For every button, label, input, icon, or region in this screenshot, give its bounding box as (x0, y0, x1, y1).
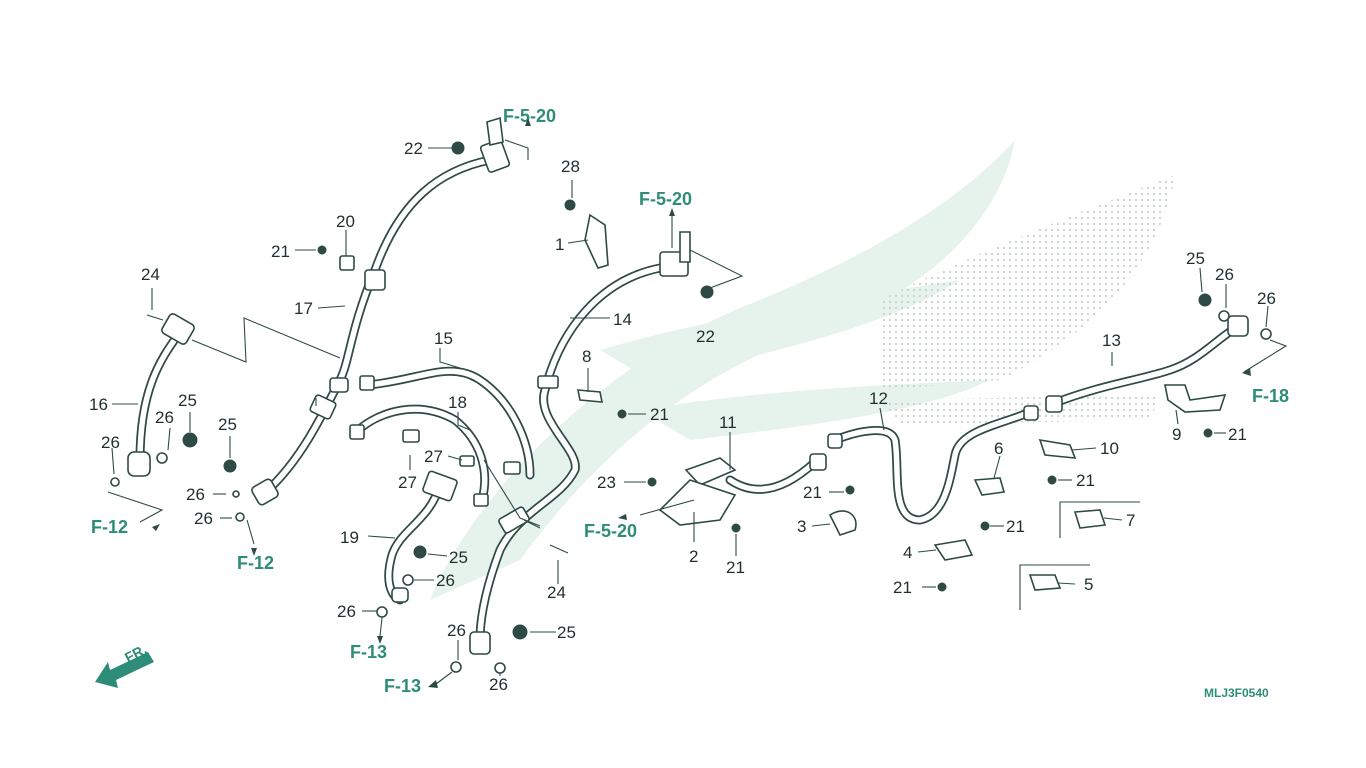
callout-21: 21 (271, 242, 290, 261)
front-direction-arrow: FR. (95, 641, 154, 688)
callout-16: 16 (89, 395, 108, 414)
callout-23: 23 (597, 473, 616, 492)
callout-14: 14 (613, 310, 632, 329)
callout-21: 21 (1228, 425, 1247, 444)
hose-19 (384, 480, 445, 605)
callout-27: 27 (424, 447, 443, 466)
reference-f-5-20[interactable]: F-5-20 (503, 106, 556, 126)
callout-4: 4 (903, 543, 912, 562)
callout-25: 25 (1186, 249, 1205, 268)
callout-2: 2 (689, 547, 698, 566)
wing-logo-watermark (430, 140, 1175, 600)
hose-12 (830, 407, 1035, 525)
reference-f-5-20[interactable]: F-5-20 (639, 189, 692, 209)
reference-f-18[interactable]: F-18 (1252, 386, 1289, 406)
callout-10: 10 (1100, 439, 1119, 458)
callout-25: 25 (218, 415, 237, 434)
callout-26: 26 (1215, 265, 1234, 284)
callout-26: 26 (447, 621, 466, 640)
callout-1: 1 (555, 235, 564, 254)
callout-17: 17 (294, 299, 313, 318)
leader-lines (107, 139, 1288, 685)
hose-11 (725, 457, 820, 494)
hose-18 (351, 404, 490, 505)
hose-13 (1047, 320, 1245, 409)
callout-26: 26 (186, 485, 205, 504)
callout-15: 15 (434, 329, 453, 348)
callout-24: 24 (141, 265, 160, 284)
callout-6: 6 (994, 439, 1003, 458)
callout-7: 7 (1126, 511, 1135, 530)
callout-labels: 22 28 20 21 1 24 17 14 22 15 8 21 16 25 … (89, 139, 1276, 694)
reference-f-13[interactable]: F-13 (384, 676, 421, 696)
callout-27: 27 (398, 473, 417, 492)
hose-14 (475, 263, 665, 645)
hose-fittings (110, 116, 1272, 674)
callout-19: 19 (340, 528, 359, 547)
reference-f-5-20[interactable]: F-5-20 (584, 521, 637, 541)
section-references[interactable]: F-5-20 F-5-20 F-5-20 F-12 F-12 F-13 F-13… (91, 106, 1289, 696)
hose-17 (263, 155, 495, 495)
callout-8: 8 (582, 347, 591, 366)
callout-21: 21 (726, 558, 745, 577)
callout-25: 25 (449, 548, 468, 567)
callout-13: 13 (1102, 331, 1121, 350)
callout-26: 26 (436, 571, 455, 590)
hose-15 (363, 366, 535, 480)
reference-arrowheads (152, 118, 1251, 688)
diagram-code: MLJ3F0540 (1204, 686, 1269, 700)
callout-26: 26 (1257, 289, 1276, 308)
callout-5: 5 (1084, 575, 1093, 594)
callout-21: 21 (1076, 471, 1095, 490)
callout-26: 26 (194, 509, 213, 528)
callout-25: 25 (178, 391, 197, 410)
callout-3: 3 (797, 517, 806, 536)
callout-26: 26 (337, 602, 356, 621)
callout-12: 12 (869, 389, 888, 408)
callout-21: 21 (650, 405, 669, 424)
callout-21: 21 (1006, 517, 1025, 536)
callout-25: 25 (557, 623, 576, 642)
callout-28: 28 (561, 157, 580, 176)
callout-26: 26 (101, 433, 120, 452)
reference-f-13[interactable]: F-13 (350, 642, 387, 662)
callout-20: 20 (336, 212, 355, 231)
callout-11: 11 (719, 413, 737, 432)
callout-21: 21 (803, 483, 822, 502)
callout-26: 26 (155, 408, 174, 427)
reference-f-12[interactable]: F-12 (91, 517, 128, 537)
callout-26: 26 (489, 675, 508, 694)
reference-f-12[interactable]: F-12 (237, 553, 274, 573)
callout-22: 22 (404, 139, 423, 158)
callout-24: 24 (547, 583, 566, 602)
callout-18: 18 (448, 393, 467, 412)
callout-9: 9 (1172, 425, 1181, 444)
callout-22: 22 (696, 327, 715, 346)
callout-21: 21 (893, 578, 912, 597)
hose-16 (135, 330, 183, 465)
